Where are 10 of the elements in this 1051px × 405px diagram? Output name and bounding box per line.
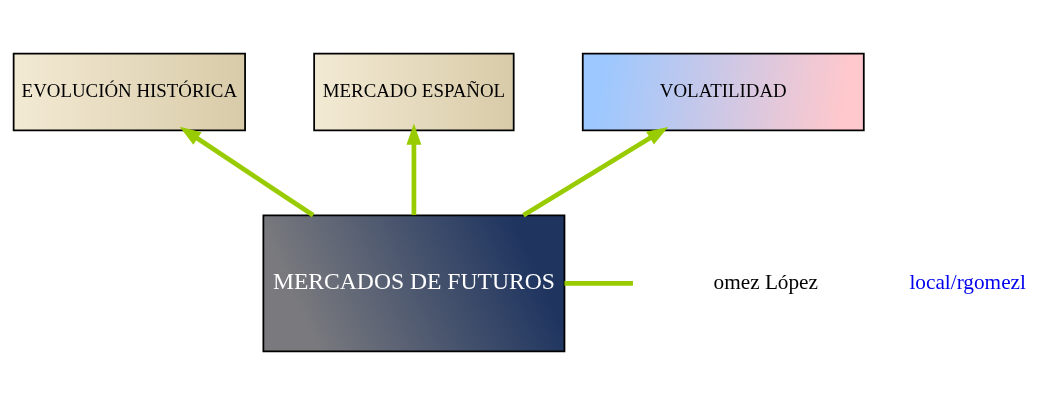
arrow: [406, 123, 422, 216]
node-box: VOLATILIDAD: [581, 52, 865, 132]
label: local/rgomezl: [909, 269, 1026, 294]
node-box: MERCADOS DE FUTUROS: [262, 214, 566, 353]
arrow: [179, 126, 315, 218]
node-box: MERCADO ESPAÑOL: [313, 52, 515, 132]
label: omez López: [713, 269, 819, 294]
node-box: EVOLUCIÓN HISTÓRICA: [12, 52, 246, 132]
arrow: [522, 126, 669, 218]
connector: [564, 281, 633, 286]
